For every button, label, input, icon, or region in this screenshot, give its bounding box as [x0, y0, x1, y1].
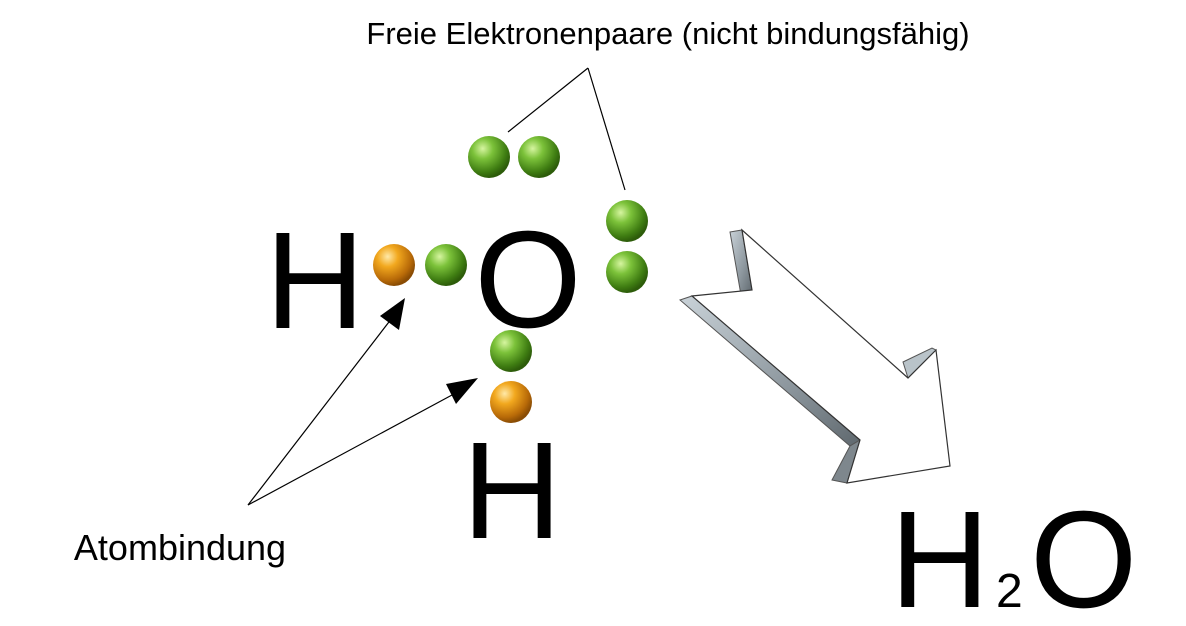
lone-pair-top-electron-1: [468, 136, 510, 178]
formula-h: H: [890, 483, 990, 626]
bond-left-oxygen-electron: [425, 244, 467, 286]
formula-subscript: 2: [996, 565, 1023, 618]
lone-pair-right-electron-1: [606, 200, 648, 242]
lone-pairs-leader-lines: [507, 67, 626, 191]
bond-pointer-arrows: [247, 298, 478, 506]
electron-group: [373, 136, 648, 423]
bond-bottom-hydrogen-electron: [490, 381, 532, 423]
lone-pair-right-electron-2: [606, 251, 648, 293]
bond-bottom-oxygen-electron: [490, 330, 532, 372]
lone-pair-top-electron-2: [518, 136, 560, 178]
bond-label: Atombindung: [74, 527, 286, 568]
hydrogen-bottom-symbol: H: [462, 414, 562, 568]
oxygen-symbol: O: [474, 203, 581, 357]
bond-left-hydrogen-electron: [373, 244, 415, 286]
hydrogen-left-symbol: H: [265, 204, 365, 358]
lone-pairs-label: Freie Elektronenpaare (nicht bindungsfäh…: [366, 16, 969, 51]
reaction-arrow-icon: [679, 228, 951, 484]
formula-o: O: [1030, 483, 1137, 626]
